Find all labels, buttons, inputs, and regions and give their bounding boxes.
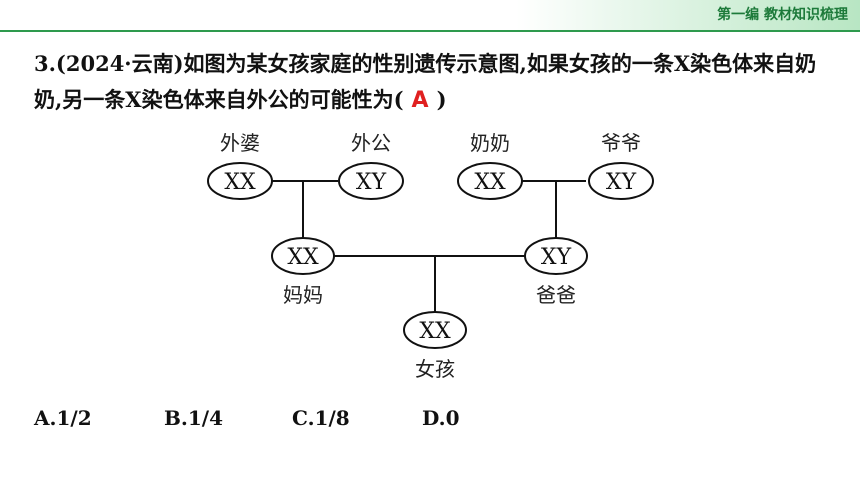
node-nvhai-oval	[403, 311, 467, 349]
label-waigong: 外公	[351, 131, 391, 155]
option-b: B.1/4	[164, 406, 224, 430]
genotype-nainai: XX	[474, 170, 506, 195]
node-mama-oval	[271, 237, 335, 275]
label-nvhai: 女孩	[415, 357, 455, 381]
option-c: C.1/8	[292, 406, 350, 430]
node-nainai: XX	[457, 162, 523, 200]
node-yeye-oval	[588, 162, 654, 200]
pedigree-diagram: 外婆 外公 奶奶 爷爷 XX XY XX XY XX 妈妈 XY 爸爸 XX 女…	[207, 131, 654, 381]
label-waipo: 外婆	[220, 131, 260, 155]
genotype-mama: XX	[287, 245, 319, 270]
node-waipo-oval	[207, 162, 273, 200]
label-mama: 妈妈	[283, 283, 323, 307]
node-baba-oval	[524, 237, 588, 275]
header-divider	[0, 30, 860, 32]
genotype-yeye: XY	[606, 170, 637, 195]
node-baba: XY	[524, 237, 588, 275]
pedigree-lines	[272, 180, 586, 312]
node-nainai-oval	[457, 162, 523, 200]
genotype-waipo: XX	[224, 170, 256, 195]
node-waigong: XY	[338, 162, 404, 200]
node-yeye: XY	[588, 162, 654, 200]
node-nvhai: XX	[403, 311, 467, 349]
genotype-waigong: XY	[356, 170, 387, 195]
genotype-baba: XY	[541, 245, 572, 270]
label-yeye: 爷爷	[601, 131, 641, 155]
node-waipo: XX	[207, 162, 273, 200]
header-bar	[0, 0, 860, 30]
label-baba: 爸爸	[536, 283, 576, 307]
label-nainai: 奶奶	[470, 131, 510, 155]
node-waigong-oval	[338, 162, 404, 200]
genotype-nvhai: XX	[419, 319, 451, 344]
answer-mark: A	[411, 88, 429, 113]
question-text: 3.(2024·云南)如图为某女孩家庭的性别遗传示意图,如果女孩的一条X染色体来…	[34, 46, 834, 119]
question-close-paren: )	[436, 87, 447, 112]
section-title: 第一编 教材知识梳理	[717, 7, 848, 23]
option-d: D.0	[422, 406, 460, 430]
option-a: A.1/2	[34, 406, 92, 430]
node-mama: XX	[271, 237, 335, 275]
question-stem: 3.(2024·云南)如图为某女孩家庭的性别遗传示意图,如果女孩的一条X染色体来…	[34, 51, 817, 112]
